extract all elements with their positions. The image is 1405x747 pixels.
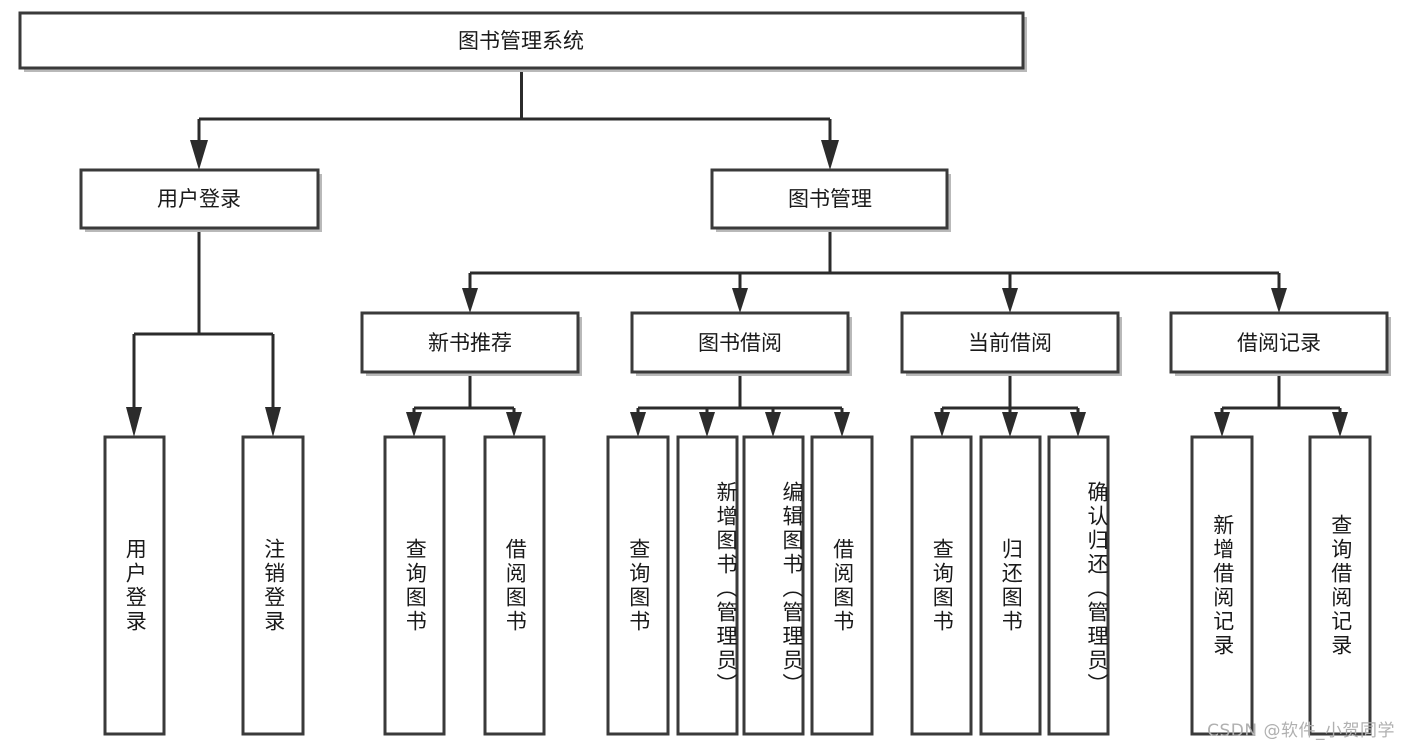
node-current-borrow-label: 当前借阅 bbox=[968, 331, 1052, 355]
leaf-box-user-login-1[interactable] bbox=[103, 435, 166, 736]
arrow-to-borrow-record bbox=[1271, 288, 1287, 313]
node-current-borrow-box[interactable] bbox=[900, 311, 1120, 374]
arrow-bookborrow-leaf-3 bbox=[765, 412, 781, 437]
leaf-box-user-login-2[interactable] bbox=[241, 435, 305, 736]
arrow-root-to-book-manage bbox=[821, 140, 839, 170]
node-book-borrow-label: 图书借阅 bbox=[698, 331, 782, 355]
arrow-borrowrecord-leaf-1 bbox=[1214, 412, 1230, 437]
leaf-box-book-borrow-4[interactable] bbox=[810, 435, 874, 736]
node-user-login-box[interactable] bbox=[79, 168, 320, 230]
arrow-userlogin-leaf-2 bbox=[265, 407, 281, 437]
leaf-box-current-borrow-1[interactable] bbox=[910, 435, 973, 736]
arrow-borrowrecord-leaf-2 bbox=[1332, 412, 1348, 437]
arrow-newbook-leaf-2 bbox=[506, 412, 522, 437]
arrow-root-to-user-login bbox=[190, 140, 208, 170]
node-book-borrow-box[interactable] bbox=[630, 311, 850, 374]
node-user-login-label: 用户登录 bbox=[157, 187, 241, 211]
leaf-box-current-borrow-3[interactable] bbox=[1047, 435, 1110, 736]
leaf-box-book-borrow-3[interactable] bbox=[742, 435, 805, 736]
arrow-bookborrow-leaf-1 bbox=[630, 412, 646, 437]
node-book-manage-box[interactable] bbox=[710, 168, 949, 230]
node-layer: 图书管理系统 用户登录 图书管理 新书推荐 图书借阅 当前借阅 借阅记录 bbox=[18, 11, 1391, 736]
arrow-to-new-book bbox=[462, 288, 478, 313]
leaf-box-borrow-record-1[interactable] bbox=[1190, 435, 1254, 736]
arrow-currentborrow-leaf-3 bbox=[1070, 412, 1086, 437]
leaf-box-new-book-1[interactable] bbox=[383, 435, 446, 736]
node-new-book-label: 新书推荐 bbox=[428, 331, 512, 355]
arrow-userlogin-leaf-1 bbox=[126, 407, 142, 437]
node-borrow-record-label: 借阅记录 bbox=[1237, 331, 1321, 355]
leaf-box-book-borrow-1[interactable] bbox=[606, 435, 670, 736]
leaf-box-new-book-2[interactable] bbox=[483, 435, 546, 736]
arrow-currentborrow-leaf-1 bbox=[934, 412, 950, 437]
arrow-bookborrow-leaf-4 bbox=[834, 412, 850, 437]
leaf-box-current-borrow-2[interactable] bbox=[979, 435, 1042, 736]
arrow-to-book-borrow bbox=[732, 288, 748, 313]
node-root-box[interactable] bbox=[18, 11, 1025, 70]
node-book-manage-label: 图书管理 bbox=[788, 187, 872, 211]
node-new-book-box[interactable] bbox=[360, 311, 580, 374]
arrow-to-current-borrow bbox=[1002, 288, 1018, 313]
arrow-newbook-leaf-1 bbox=[406, 412, 422, 437]
leaf-box-book-borrow-2[interactable] bbox=[676, 435, 739, 736]
node-root-label: 图书管理系统 bbox=[458, 29, 584, 53]
connector-layer bbox=[126, 68, 1348, 437]
node-borrow-record-box[interactable] bbox=[1169, 311, 1389, 374]
csdn-watermark: CSDN @软件_小贺同学 bbox=[1207, 721, 1395, 741]
leaf-box-borrow-record-2[interactable] bbox=[1308, 435, 1372, 736]
arrow-bookborrow-leaf-2 bbox=[699, 412, 715, 437]
arrow-currentborrow-leaf-2 bbox=[1002, 412, 1018, 437]
